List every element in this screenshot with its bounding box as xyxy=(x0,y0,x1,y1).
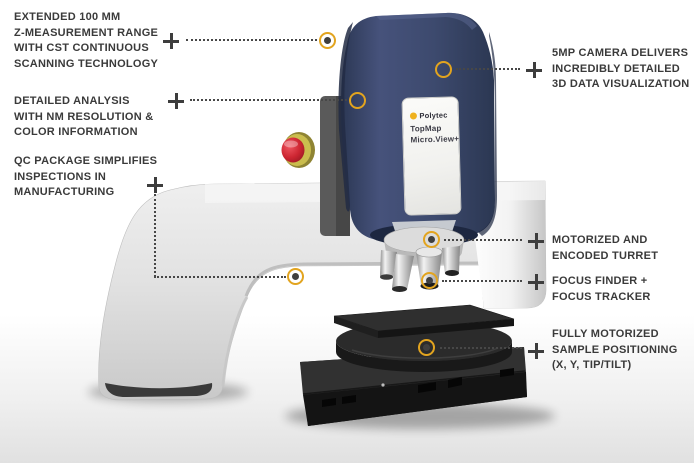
marker-stage xyxy=(418,339,435,356)
callout-line: SCANNING TECHNOLOGY xyxy=(14,57,159,70)
callout-line: INSPECTIONS IN xyxy=(14,170,107,183)
callout-line: DETAILED ANALYSIS xyxy=(14,95,130,107)
emergency-stop-button xyxy=(281,132,315,168)
callout-line: (X, Y, TIP/TILT) xyxy=(552,359,632,371)
callout-line: ENCODED TURRET xyxy=(552,249,659,262)
connector-line xyxy=(456,68,520,70)
callout-z-range: EXTENDED 100 MM Z-MEASUREMENT RANGE WITH… xyxy=(14,10,158,72)
plus-icon xyxy=(147,177,163,193)
callout-line: WITH NM RESOLUTION & xyxy=(14,110,154,123)
callout-line: COLOR INFORMATION xyxy=(14,126,138,138)
callout-line: INCREDIBLY DETAILED xyxy=(552,62,681,75)
callout-line: WITH CST CONTINUOUS xyxy=(14,42,149,54)
connector-line xyxy=(444,239,522,241)
brand-name: Polytec xyxy=(419,110,448,121)
callout-line: FOCUS TRACKER xyxy=(552,290,651,303)
model-name-line1: TopMap xyxy=(410,123,442,134)
callout-line: FULLY MOTORIZED xyxy=(552,328,659,340)
callout-camera: 5MP CAMERA DELIVERS INCREDIBLY DETAILED … xyxy=(552,46,689,93)
connector-line xyxy=(154,194,156,277)
plus-icon xyxy=(528,274,544,290)
polytec-logo-icon xyxy=(409,112,418,120)
callout-line: EXTENDED 100 MM xyxy=(14,11,121,23)
callout-line: SAMPLE POSITIONING xyxy=(552,343,678,356)
plus-icon xyxy=(528,343,544,359)
motorized-stage xyxy=(300,304,527,426)
product-label: Polytec TopMap Micro.View+ xyxy=(401,96,462,216)
connector-line xyxy=(186,39,317,41)
model-name-line2: Micro.View+ xyxy=(410,134,460,145)
callout-line: 5MP CAMERA DELIVERS xyxy=(552,47,689,59)
plus-icon xyxy=(168,93,184,109)
callout-turret: MOTORIZED AND ENCODED TURRET xyxy=(552,233,658,264)
callout-line: FOCUS FINDER + xyxy=(552,275,648,287)
callout-stage: FULLY MOTORIZED SAMPLE POSITIONING (X, Y… xyxy=(552,327,678,374)
callout-qc-package: QC PACKAGE SIMPLIFIES INSPECTIONS IN MAN… xyxy=(14,154,157,201)
marker-qc-package xyxy=(287,268,304,285)
marker-analysis xyxy=(349,92,366,109)
connector-line xyxy=(442,280,522,282)
marker-turret xyxy=(423,231,440,248)
callout-line: Z-MEASUREMENT RANGE xyxy=(14,26,159,39)
plus-icon xyxy=(526,62,542,78)
connector-line xyxy=(440,347,522,349)
marker-focus xyxy=(421,272,438,289)
callout-line: MANUFACTURING xyxy=(14,186,115,198)
callout-line: QC PACKAGE SIMPLIFIES xyxy=(14,155,158,167)
callout-line: 3D DATA VISUALIZATION xyxy=(552,78,690,90)
plus-icon xyxy=(163,33,179,49)
plus-icon xyxy=(528,233,544,249)
callout-analysis: DETAILED ANALYSIS WITH NM RESOLUTION & C… xyxy=(14,94,153,141)
connector-line xyxy=(190,99,347,101)
marker-z-range xyxy=(319,32,336,49)
brand-row: Polytec xyxy=(409,110,458,121)
marker-camera xyxy=(435,61,452,78)
connector-line xyxy=(154,276,286,278)
callout-line: MOTORIZED AND xyxy=(552,234,648,246)
callout-focus: FOCUS FINDER + FOCUS TRACKER xyxy=(552,274,651,305)
